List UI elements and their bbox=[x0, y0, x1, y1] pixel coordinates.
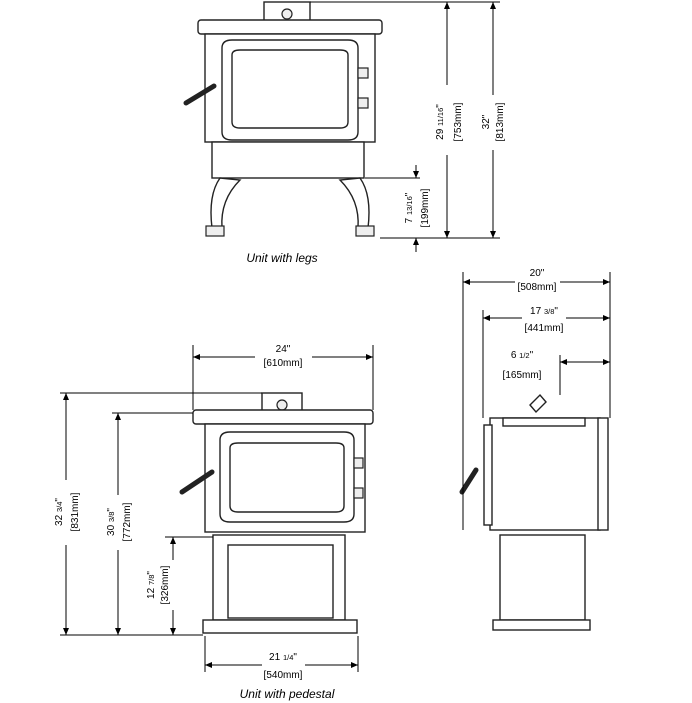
hinge-icon bbox=[353, 457, 364, 469]
dim-leg-height-mm: [199mm] bbox=[420, 188, 431, 227]
leg-left bbox=[210, 177, 242, 229]
foot-right bbox=[355, 225, 375, 237]
dim-total-height-inches: 32 3/4" bbox=[54, 498, 65, 526]
dim-pedestal-height-mm: [326mm] bbox=[160, 565, 171, 604]
side-top bbox=[502, 417, 586, 427]
hinge-icon bbox=[357, 67, 369, 79]
pedestal-base bbox=[202, 619, 358, 634]
caption-unit-with-pedestal: Unit with pedestal bbox=[240, 687, 335, 701]
ash-lip bbox=[211, 141, 365, 179]
dim-legs-total-height-mm: [813mm] bbox=[495, 102, 506, 141]
leg-right bbox=[338, 177, 370, 229]
dim-pedestal-height-inches: 12 7/8" bbox=[146, 571, 157, 599]
side-base bbox=[492, 619, 591, 631]
door-handle bbox=[459, 467, 479, 495]
dim-legs-door-height-inches: 29 11/16" bbox=[435, 104, 446, 140]
dim-top-height-mm: [772mm] bbox=[122, 502, 133, 541]
pedestal-panel bbox=[227, 544, 334, 619]
dim-legs-total-height-inches: 32" bbox=[481, 114, 492, 129]
dim-total-height-mm: [831mm] bbox=[70, 492, 81, 531]
door-handle bbox=[183, 83, 217, 106]
door-glass bbox=[231, 49, 349, 129]
dim-body-depth-mm: [441mm] bbox=[525, 323, 564, 334]
stove-with-pedestal-side-view bbox=[459, 393, 609, 631]
dim-width-mm: [610mm] bbox=[264, 358, 303, 369]
top-plate bbox=[197, 19, 383, 35]
damper-knob-icon bbox=[276, 399, 288, 411]
dim-flue-offset-mm: [165mm] bbox=[503, 370, 542, 381]
hinge-icon bbox=[353, 487, 364, 499]
side-body bbox=[489, 417, 601, 531]
dim-width-inches: 24" bbox=[276, 344, 291, 355]
hinge-icon bbox=[357, 97, 369, 109]
dim-flue-offset-inches: 6 1/2" bbox=[511, 350, 534, 361]
caption-unit-with-legs: Unit with legs bbox=[246, 251, 317, 265]
stove-with-legs-front-view bbox=[183, 1, 383, 237]
foot-left bbox=[205, 225, 225, 237]
dim-depth-inches: 20" bbox=[530, 268, 545, 279]
top-plate bbox=[192, 409, 374, 425]
dim-legs-door-height-mm: [753mm] bbox=[453, 102, 464, 141]
dim-depth-mm: [508mm] bbox=[518, 282, 557, 293]
side-door bbox=[483, 424, 493, 526]
side-pedestal bbox=[499, 534, 586, 621]
door-glass bbox=[229, 442, 345, 513]
dim-leg-height-inches: 7 13/16" bbox=[404, 192, 415, 223]
legs-dimensions: 29 11/16" [753mm] 32" [813mm] 7 13/16" [… bbox=[310, 1, 506, 252]
dim-base-width-inches: 21 1/4" bbox=[269, 652, 297, 663]
side-dimensions: 20" [508mm] 17 3/8" [441mm] 6 1/2" [165m… bbox=[462, 268, 611, 530]
heat-shield bbox=[597, 417, 609, 531]
damper-knob-icon bbox=[529, 393, 547, 414]
door-handle bbox=[179, 469, 215, 495]
pedestal-dimensions: 24" [610mm] 21 1/4" [540mm] 32 3/4" [831… bbox=[54, 344, 374, 681]
dim-base-width-mm: [540mm] bbox=[264, 670, 303, 681]
dim-body-depth-inches: 17 3/8" bbox=[530, 306, 558, 317]
dim-top-height-inches: 30 3/8" bbox=[106, 508, 117, 536]
stove-with-pedestal-front-view bbox=[179, 392, 374, 634]
damper-knob-icon bbox=[281, 8, 293, 20]
